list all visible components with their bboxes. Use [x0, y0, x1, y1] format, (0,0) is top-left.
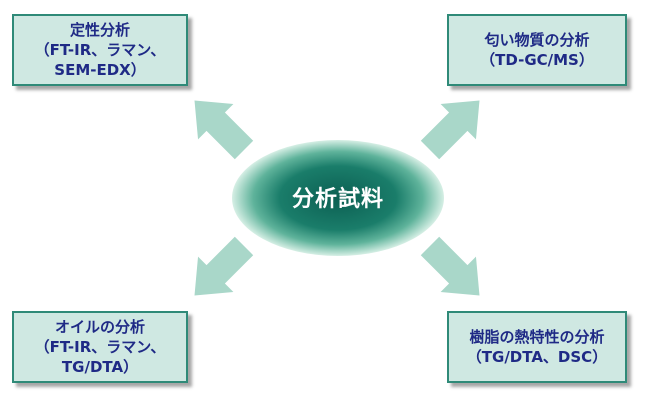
arrow-up-left — [194, 100, 254, 160]
box-title: 定性分析 — [69, 20, 130, 39]
box-methods-cont: TG/DTA） — [61, 358, 139, 377]
box-methods: （TG/DTA、DSC） — [466, 348, 608, 366]
box-methods-cont: SEM-EDX） — [54, 61, 146, 80]
box-title: オイルの分析 — [54, 317, 145, 336]
center-label: 分析試料 — [291, 187, 384, 212]
box-methods: （TD-GC/MS） — [480, 51, 594, 69]
box-title: 樹脂の熱特性の分析 — [469, 327, 605, 346]
box-qualitative-analysis: 定性分析 （FT-IR、ラマン、 SEM-EDX） — [12, 14, 188, 86]
box-methods: （FT-IR、ラマン、 — [34, 40, 166, 59]
box-methods: （FT-IR、ラマン、 — [34, 337, 166, 356]
arrow-up-right — [420, 100, 480, 160]
center-ellipse — [232, 140, 444, 256]
box-odor-analysis: 匂い物質の分析 （TD-GC/MS） — [447, 14, 627, 86]
box-oil-analysis: オイルの分析 （FT-IR、ラマン、 TG/DTA） — [12, 311, 188, 383]
arrow-down-right — [420, 236, 480, 296]
box-title: 匂い物質の分析 — [484, 30, 590, 49]
box-resin-thermal-analysis: 樹脂の熱特性の分析 （TG/DTA、DSC） — [447, 311, 627, 383]
arrow-down-left — [194, 236, 254, 296]
